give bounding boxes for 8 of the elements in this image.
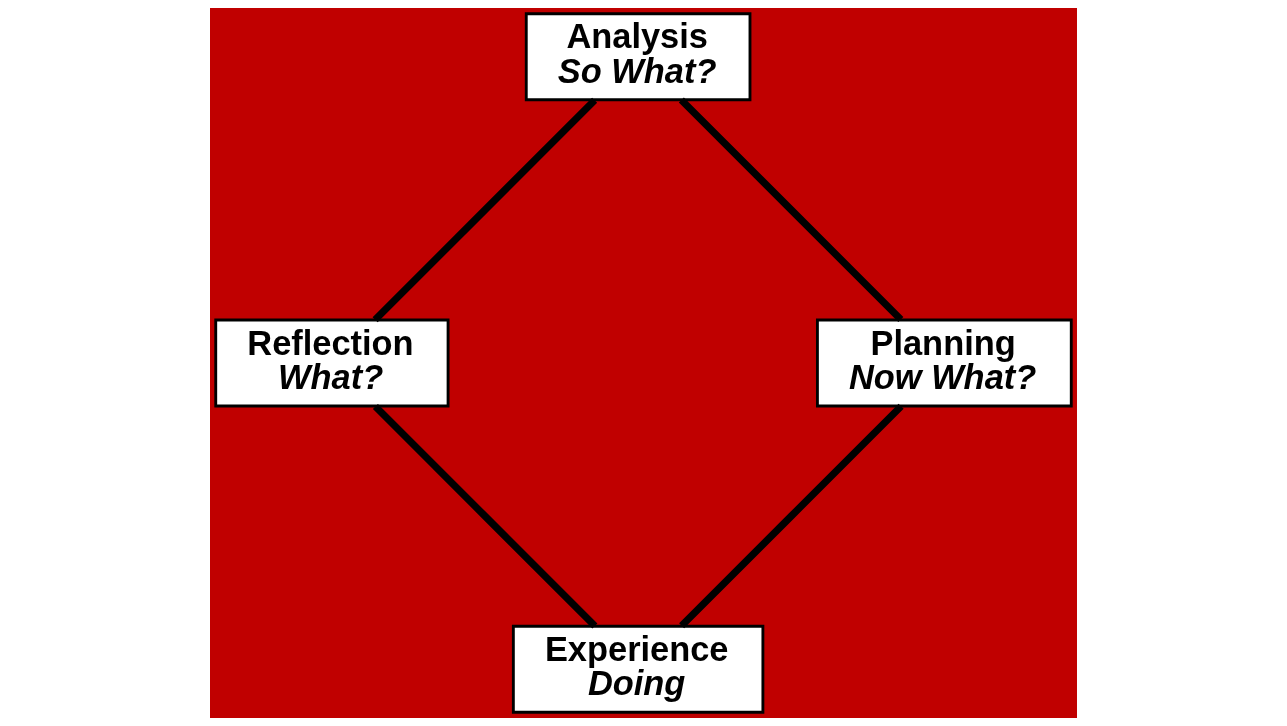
node-box: Analysis So What? [524, 12, 752, 102]
connector [372, 97, 598, 323]
connector [372, 403, 598, 629]
connector [678, 97, 904, 323]
connector [679, 403, 904, 629]
node-box: Planning Now What? [816, 318, 1073, 408]
node-box: Experience Doing [511, 624, 765, 714]
node-box: Reflection What? [214, 318, 450, 408]
